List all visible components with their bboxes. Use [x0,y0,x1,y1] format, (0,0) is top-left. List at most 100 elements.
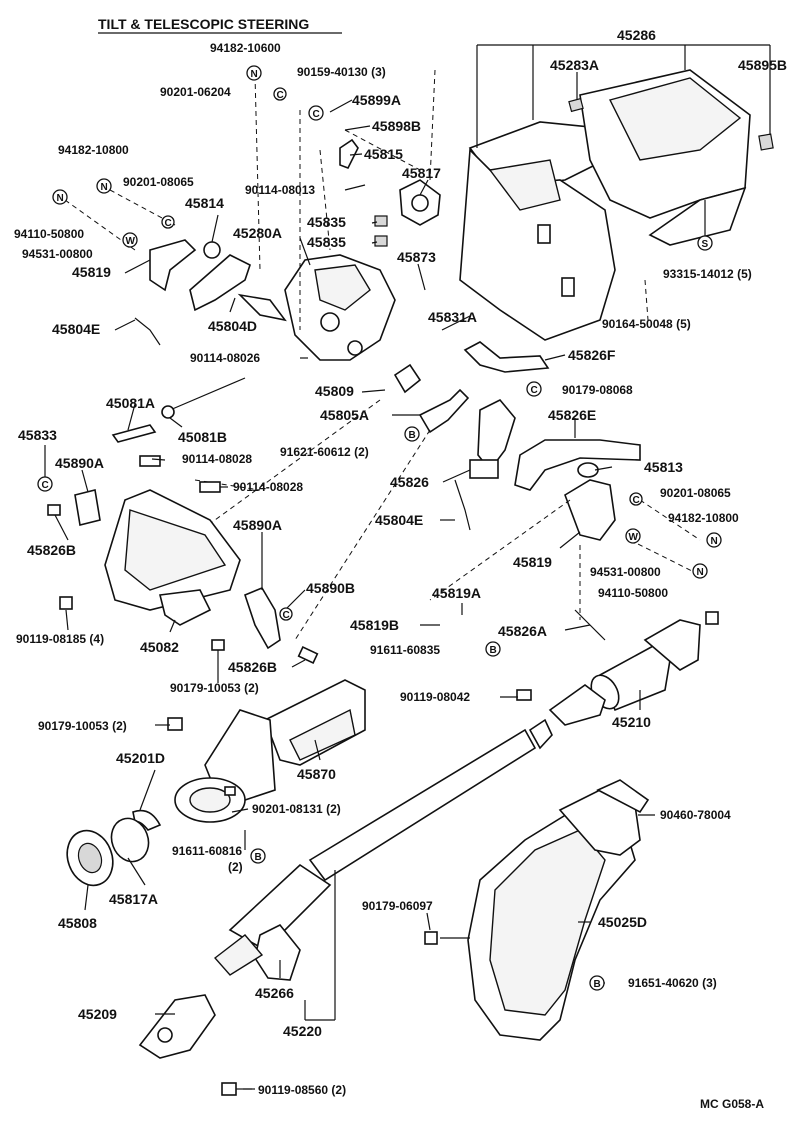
label-94182-10600: 94182-10600 [210,41,281,55]
label-45826B-b: 45826B [228,659,277,675]
label-45895B: 45895B [738,57,787,73]
symbol-b-icon: B [250,848,266,864]
label-90114-08028-b: 90114-08028 [233,480,303,494]
label-91621-60612: 91621-60612 (2) [280,445,369,459]
label-45809: 45809 [315,383,354,399]
steering-boot [424,779,650,1041]
svg-text:C: C [277,90,284,101]
label-45266: 45266 [255,985,294,1001]
svg-text:N: N [57,193,64,204]
diagram-code: MC G058-A [700,1097,764,1111]
label-45804E-b: 45804E [375,512,423,528]
label-90159-40130: 90159-40130 (3) [297,65,386,79]
label-45283A: 45283A [550,57,599,73]
label-45201D: 45201D [116,750,165,766]
symbol-w-icon: W [122,232,138,248]
symbol-c-icon: C [279,607,293,621]
label-45826F: 45826F [568,347,616,363]
label-45815: 45815 [364,146,403,162]
label-45833: 45833 [18,427,57,443]
label-90114-08013: 90114-08013 [245,183,315,197]
label-91651-40620: 91651-40620 (3) [628,976,717,990]
label-90460-78004: 90460-78004 [660,808,731,822]
label-94182-10800-a: 94182-10800 [58,143,129,157]
svg-text:N: N [251,69,258,80]
label-45835-a: 45835 [307,214,346,230]
svg-text:C: C [633,495,640,506]
tilt-bracket [47,377,319,664]
part-labels: 45286 45283A 45895B 94182-10600 90159-40… [14,27,787,1111]
label-90201-08065-a: 90201-08065 [123,175,194,189]
label-45081B: 45081B [178,429,227,445]
label-45813: 45813 [644,459,683,475]
symbol-s-icon: S [697,235,713,251]
label-45280A: 45280A [233,225,282,241]
label-94182-10800-b: 94182-10800 [668,511,739,525]
leader-lines [44,99,655,1090]
label-45870: 45870 [297,766,336,782]
symbol-n-icon: N [692,563,708,579]
symbol-n-icon: N [96,178,112,194]
label-45819-a: 45819 [72,264,111,280]
symbol-c-icon: C [308,105,324,121]
symbol-c-icon: C [526,381,542,397]
label-45890A-b: 45890A [233,517,282,533]
main-steering-shaft [138,718,553,1059]
svg-text:N: N [711,536,718,547]
symbol-c-icon: C [37,476,53,492]
label-45873: 45873 [397,249,436,265]
label-45826B-a: 45826B [27,542,76,558]
label-90201-08131: 90201-08131 (2) [252,802,341,816]
label-90119-08042: 90119-08042 [400,690,470,704]
label-90114-08028-a: 90114-08028 [182,452,252,466]
label-45898B: 45898B [372,118,421,134]
label-90119-08560: 90119-08560 (2) [258,1083,346,1097]
intermediate-shaft [516,611,719,726]
label-90119-08185: 90119-08185 (4) [16,632,104,646]
symbol-c-icon: C [629,492,643,506]
svg-text:N: N [697,567,704,578]
svg-text:C: C [283,610,290,621]
label-45819-b: 45819 [513,554,552,570]
symbol-n-icon: N [52,189,68,205]
svg-text:W: W [629,532,639,543]
bottom-bolt [221,1082,237,1096]
label-45025D: 45025D [598,914,647,930]
svg-text:B: B [255,852,262,863]
label-90179-10053-b: 90179-10053 (2) [38,719,127,733]
diagram-title: TILT & TELESCOPIC STEERING [98,16,309,32]
label-90179-08068: 90179-08068 [562,383,633,397]
symbol-n-icon: N [706,532,722,548]
label-94110-50800-b: 94110-50800 [598,586,668,600]
svg-text:C: C [313,109,320,120]
symbol-c-icon: C [273,87,287,101]
label-45220: 45220 [283,1023,322,1039]
label-45890B: 45890B [306,580,355,596]
label-91611-60835: 91611-60835 [370,643,440,657]
label-45819B: 45819B [350,617,399,633]
label-90201-08065-b: 90201-08065 [660,486,731,500]
label-45209: 45209 [78,1006,117,1022]
label-94531-00800-b: 94531-00800 [590,565,661,579]
label-94531-00800-a: 94531-00800 [22,247,93,261]
svg-text:B: B [409,430,416,441]
label-45814: 45814 [185,195,224,211]
label-45831A: 45831A [428,309,477,325]
assembly-dash-lines-upper [64,69,701,641]
svg-text:C: C [42,480,49,491]
label-90179-06097: 90179-06097 [362,899,433,913]
label-45826E: 45826E [548,407,596,423]
label-45805A: 45805A [320,407,369,423]
label-45804E-a: 45804E [52,321,100,337]
label-90201-06204: 90201-06204 [160,85,231,99]
label-45808: 45808 [58,915,97,931]
svg-text:C: C [531,385,538,396]
label-45286: 45286 [617,27,656,43]
symbol-n-icon: N [246,65,262,81]
label-90114-08026: 90114-08026 [190,351,260,365]
label-45899A: 45899A [352,92,401,108]
label-93315-14012: 93315-14012 (5) [663,267,752,281]
label-45819A: 45819A [432,585,481,601]
svg-text:B: B [490,645,497,656]
